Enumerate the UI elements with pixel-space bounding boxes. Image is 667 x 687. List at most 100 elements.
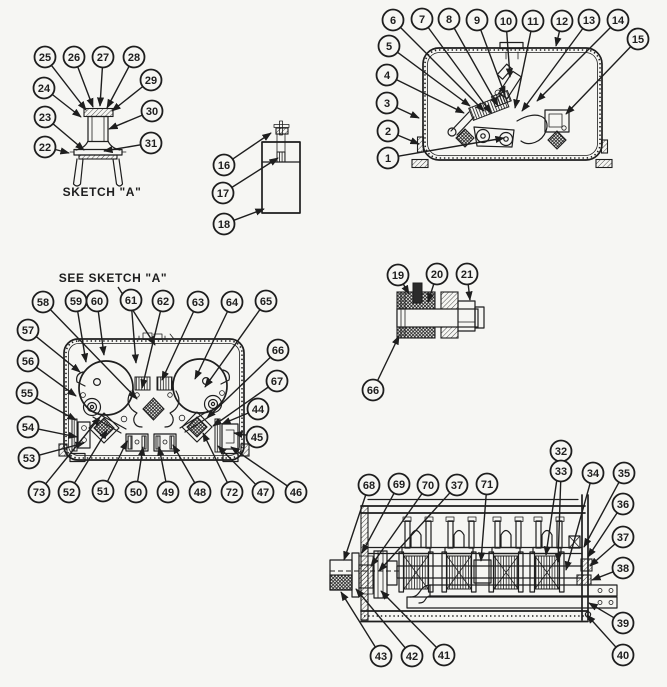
balloon-36: [611, 492, 635, 516]
contact-block: [153, 433, 177, 452]
balloon-number-17: 17: [217, 188, 229, 200]
balloon-15: [626, 27, 650, 51]
balloon-number-39: 39: [617, 618, 629, 630]
mount-foot: [595, 158, 613, 169]
balloon-number-58: 58: [37, 297, 49, 309]
balloon-number-34: 34: [587, 468, 600, 480]
callout-45: 45: [233, 425, 269, 449]
leader-line-59: [77, 311, 89, 363]
balloon-46: [284, 480, 308, 504]
balloon-52: [57, 480, 81, 504]
leader-line-52: [73, 429, 108, 484]
leader-line-15: [565, 46, 632, 115]
callout-2: 2: [376, 119, 420, 145]
leader-line-25: [50, 64, 87, 111]
callout-54: 54: [16, 415, 78, 439]
callout-30: 30: [108, 99, 164, 130]
callout-58: 58: [31, 290, 138, 400]
balloon-number-18: 18: [218, 219, 230, 231]
leader-line-5: [396, 51, 471, 107]
balloon-number-38: 38: [617, 563, 629, 575]
balloon-number-23: 23: [39, 112, 51, 124]
balloon-30: [140, 99, 164, 123]
leader-line-54: [38, 428, 78, 439]
balloon-18: [212, 212, 236, 236]
balloon-number-65: 65: [260, 296, 272, 308]
callout-44: 44: [221, 397, 270, 425]
leader-line-44: [221, 412, 249, 425]
balloon-number-2: 2: [385, 126, 391, 138]
balloon-number-70: 70: [422, 480, 434, 492]
balloon-3: [375, 91, 399, 115]
spacer-diamond: [547, 130, 567, 150]
callout-49: 49: [156, 446, 180, 504]
balloon-37: [611, 525, 635, 549]
balloon-number-67: 67: [271, 376, 283, 388]
callout-43: 43: [340, 591, 393, 668]
callout-66: 66: [206, 338, 290, 419]
balloon-number-4: 4: [384, 70, 391, 82]
balloon-number-16: 16: [218, 160, 230, 172]
leader-line-47: [217, 445, 257, 485]
balloon-number-62: 62: [157, 296, 169, 308]
callout-67: 67: [212, 369, 289, 427]
balloon-61: [119, 288, 143, 312]
balloon-number-7: 7: [419, 14, 425, 26]
leader-line-69: [361, 492, 395, 554]
leader-line-23: [52, 123, 85, 151]
balloon-number-44: 44: [252, 404, 265, 416]
balloon-24: [32, 76, 56, 100]
leader-line-31: [103, 144, 141, 154]
balloon-44: [246, 397, 270, 421]
callout-33: 33: [549, 459, 573, 563]
balloon-45: [245, 425, 269, 449]
leader-line-68: [343, 494, 367, 561]
leader-line-16: [232, 132, 272, 160]
leader-line-12: [554, 31, 562, 47]
leader-line-2: [397, 134, 420, 145]
balloon-22: [33, 135, 57, 159]
callout-31: 31: [103, 131, 163, 155]
balloon-number-42: 42: [406, 651, 418, 663]
balloon-57: [16, 318, 40, 342]
balloon-number-37: 37: [617, 532, 629, 544]
balloon-63: [186, 290, 210, 314]
callout-64: 64: [194, 290, 244, 380]
balloon-21: [455, 262, 479, 286]
balloon-number-35: 35: [618, 468, 630, 480]
balloon-number-43: 43: [375, 651, 387, 663]
balloon-number-63: 63: [192, 297, 204, 309]
balloon-68: [357, 473, 381, 497]
leader-line-63: [161, 311, 195, 381]
balloon-41: [432, 643, 456, 667]
balloon-5: [377, 34, 401, 58]
balloon-14: [606, 8, 630, 32]
leader-line-21: [465, 284, 473, 301]
balloon-56: [16, 349, 40, 373]
balloon-69: [387, 472, 411, 496]
leader-line-27: [96, 67, 105, 107]
callout-3: 3: [375, 91, 420, 119]
leader-line-62: [140, 311, 162, 389]
leader-line-38: [591, 571, 614, 581]
callout-59: 59: [64, 289, 89, 363]
callout-41: 41: [380, 590, 456, 667]
balloon-number-26: 26: [68, 52, 80, 64]
callout-51: 51: [91, 440, 128, 503]
leader-line-40: [586, 614, 617, 648]
figure-lower-switch-assembly: [329, 494, 618, 623]
leader-line-66: [376, 335, 400, 381]
balloon-number-66: 66: [367, 385, 379, 397]
callout-69: 69: [361, 472, 411, 554]
callout-53: 53: [17, 441, 85, 470]
balloon-number-69: 69: [393, 479, 405, 491]
balloon-4: [375, 63, 399, 87]
balloon-number-21: 21: [461, 269, 473, 281]
callout-65: 65: [204, 289, 278, 388]
balloon-number-19: 19: [392, 270, 404, 282]
insulator-body: [87, 115, 109, 143]
callout-17: 17: [211, 157, 279, 205]
bushing-shaft: [396, 308, 479, 328]
leader-line-57: [35, 336, 81, 373]
